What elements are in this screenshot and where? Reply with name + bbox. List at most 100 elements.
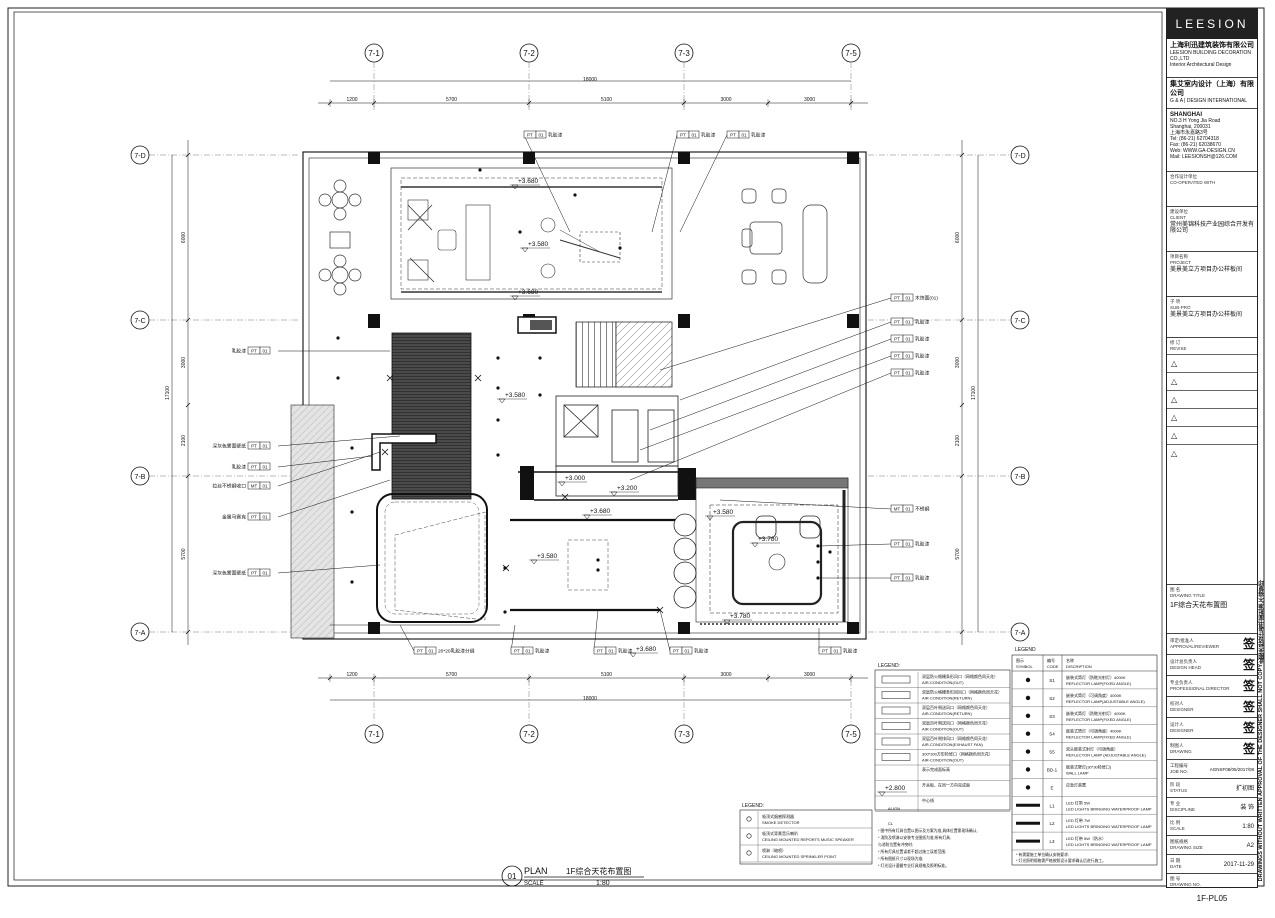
tag-text: 乳胶漆	[701, 132, 716, 139]
tag-code: PT	[597, 649, 603, 654]
job-no-label: 工程编号	[1170, 763, 1188, 768]
legend-right-en: LED LIGHTS BRINGING WATERPROOF LAMP	[1066, 842, 1152, 847]
project-name: 美景美立方项目办公样板间	[1170, 267, 1243, 273]
legend-right-code: S3	[1049, 714, 1055, 719]
dimension-label: 1200	[346, 97, 357, 103]
tag-number: 01	[905, 320, 911, 325]
level-value: +3.680	[518, 178, 538, 185]
tag-number: 01	[905, 507, 911, 512]
address-line: Web: WWW.GA-DESIGN.CN	[1170, 148, 1235, 154]
dimension-total: 18000	[583, 77, 597, 83]
legend-bottom-title: LEGEND:	[742, 803, 764, 809]
tag-code: MT	[894, 507, 901, 512]
grid-col-label: 7-5	[845, 730, 857, 739]
tag-text: 乳胶漆	[548, 132, 563, 139]
grid-col-label: 7-5	[845, 49, 857, 58]
tag-text: 20*20乳胶漆分缝	[438, 648, 475, 655]
level-marker: +3.580	[497, 392, 527, 404]
tag-text: 乳胶漆	[751, 132, 766, 139]
tag-text: 金属马赛克	[222, 514, 246, 521]
tag-code: PT	[894, 371, 900, 376]
partner-name-cn: 集艾室内设计（上海）有限公司	[1170, 81, 1254, 97]
legend-bottom-en: CEILING MOUNTED SPRINKLER POINT	[762, 854, 837, 859]
revise-label-en: REVISE	[1170, 346, 1187, 351]
dimension-label: 5700	[955, 548, 961, 559]
tag-text: 深灰色雾面壁纸	[212, 570, 246, 577]
legend-bottom-en: SMOKE DETECTOR	[762, 820, 800, 825]
light-fixture-mark	[496, 356, 500, 360]
legend-left-row: 双层百叶侧送风口（网格颜色同天花）AIR-CONDITION(OUT)	[875, 718, 1010, 735]
light-fixture-mark	[503, 566, 507, 570]
director-label: 专业负责人	[1170, 680, 1193, 685]
cooperated-label: 合作设计单位	[1170, 174, 1197, 179]
level-marker: +3.680	[628, 646, 658, 658]
number-label-en: DRAWING NO.	[1170, 882, 1201, 887]
dimension-total: 17100	[165, 386, 171, 400]
approval-signature: 签	[1242, 637, 1255, 651]
address-line: 上海市永嘉路3号	[1170, 130, 1208, 136]
design-head-signature: 签	[1242, 658, 1255, 672]
grid-row-label: 7-C	[134, 318, 145, 325]
light-fixture-mark	[336, 376, 340, 380]
tag-number: 01	[262, 349, 268, 354]
designer-label-en: DESIGNER	[1170, 728, 1194, 733]
grid-row-label: 7-B	[1015, 474, 1026, 481]
level-marker: +3.680	[582, 508, 612, 520]
pendant-circle-series	[673, 513, 697, 609]
legend-bottom-en: CEILING MOUNTED REPORTS MUSIC SPEAKER	[762, 837, 854, 842]
drawing-caption: 01 PLAN SCALE 1F综合天花布置图 1:80	[501, 865, 644, 887]
tag-number: 01	[905, 576, 911, 581]
level-value: +3.780	[758, 536, 778, 543]
tag-code: PT	[894, 354, 900, 359]
dimension-label: 5100	[601, 97, 612, 103]
date-label-en: DATE	[1170, 864, 1182, 869]
legend-right-cn: 嵌装式筒灯（防眩光射灯）4000K	[1066, 674, 1126, 680]
level-value: +3.580	[713, 509, 733, 516]
level-value: +3.680	[590, 508, 610, 515]
light-fixtures	[336, 168, 832, 614]
drafter-label-en: DRAWING	[1170, 749, 1192, 754]
light-fixture-mark	[350, 580, 354, 584]
legend-left-en: AIR-CONDITION(OUT)	[922, 758, 964, 763]
drawing-title-row: 图 名 DRAWING TITLE 1F综合天花布置图	[1167, 585, 1257, 634]
director-signature: 签	[1242, 679, 1255, 693]
legend-right-code: BD-1	[1047, 768, 1058, 773]
tag-code: PT	[673, 649, 679, 654]
tag-code: PT	[680, 133, 686, 138]
level-value: +3.580	[505, 392, 525, 399]
legend-left-row: 双层防火格栅条形风口（网格颜色同天花）AIR-CONDITION(OUT)	[875, 672, 1010, 688]
checker-signature: 签	[1242, 700, 1255, 714]
tag-number: 01	[262, 444, 268, 449]
drawing-number: 01	[508, 872, 517, 881]
level-value: +2.800	[885, 785, 905, 792]
legend-air-conditioning: LEGEND: 双层防火格栅条形风口（网格颜色同天花）AIR-CONDITION…	[874, 663, 1011, 826]
legend-left-row: 表示完成面标高	[875, 765, 1010, 781]
drafter-label: 制图人	[1170, 743, 1184, 748]
legend-left-row: 双层防火格栅条形回风口（网格颜色同天花）AIR-CONDITION(RETURN…	[875, 687, 1010, 704]
grid-bubble-col: 7-5	[841, 43, 861, 63]
grid-bubble-row: 7-D	[1010, 145, 1030, 165]
legend-right-cn: LED 灯带 5W（防水）	[1066, 835, 1106, 841]
legend-right-code: E	[1050, 785, 1053, 790]
legend-right-en: LED LIGHTS BRINGING WATERPROOF LAMP	[1066, 824, 1152, 829]
level-value: +3.780	[730, 613, 750, 620]
project-label: 项目名称	[1170, 254, 1188, 259]
tag-number: 01	[741, 133, 747, 138]
tag-number: 01	[905, 354, 911, 359]
dimension-label: 5700	[446, 672, 457, 678]
